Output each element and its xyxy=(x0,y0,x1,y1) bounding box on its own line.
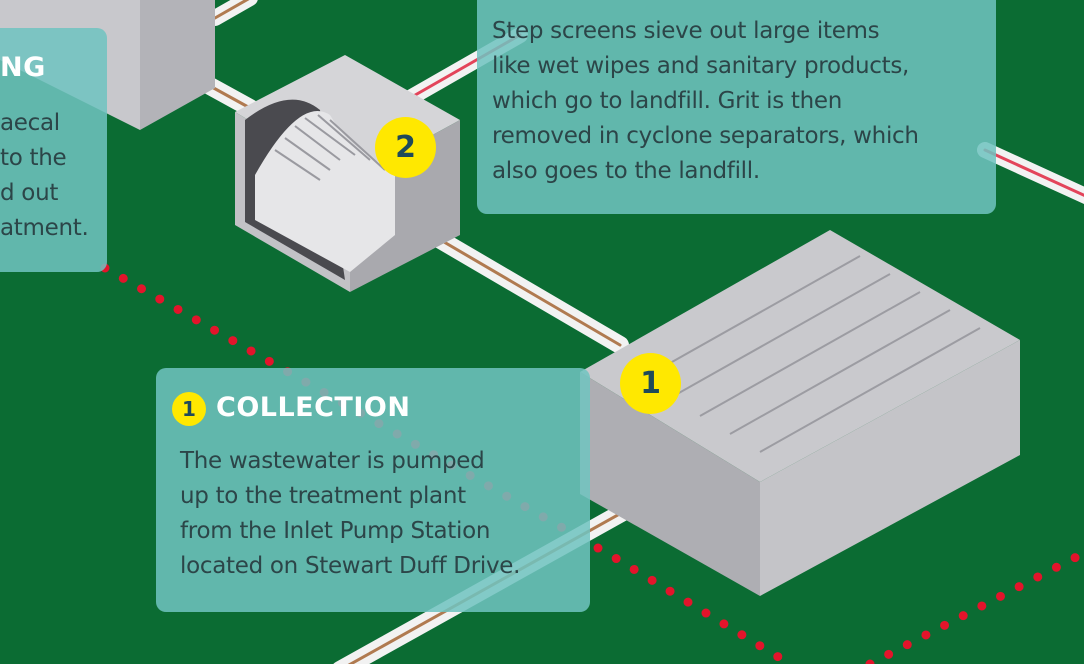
marker-badge-1: 1 xyxy=(620,353,681,414)
step-number-badge: 1 xyxy=(172,392,206,426)
text-line: up to the treatment plant xyxy=(180,483,466,509)
dotted-route xyxy=(100,263,1084,664)
text-line: located on Stewart Duff Drive. xyxy=(180,553,521,579)
text-line: removed in cyclone separators, which xyxy=(492,123,919,149)
text-line: like wet wipes and sanitary products, xyxy=(492,53,910,79)
screening-info-panel-partial: NG aecal to the d out atment. xyxy=(0,28,107,272)
text-line: d out xyxy=(0,180,59,206)
panel-title-fragment: NG xyxy=(0,52,46,83)
screening-info-panel: Step screens sieve out large items like … xyxy=(477,0,996,214)
marker-badge-2: 2 xyxy=(375,117,436,178)
text-line: The wastewater is pumped xyxy=(180,448,485,474)
collection-title: COLLECTION xyxy=(216,392,411,423)
text-line: from the Inlet Pump Station xyxy=(180,518,491,544)
text-line: also goes to the landfill. xyxy=(492,158,760,184)
text-line: which go to landfill. Grit is then xyxy=(492,88,843,114)
collection-building xyxy=(580,230,1020,596)
text-line: aecal xyxy=(0,110,60,136)
collection-info-panel: 1 COLLECTION The wastewater is pumped up… xyxy=(156,368,590,612)
text-line: to the xyxy=(0,145,67,171)
text-line: atment. xyxy=(0,215,89,241)
text-line: Step screens sieve out large items xyxy=(492,18,880,44)
